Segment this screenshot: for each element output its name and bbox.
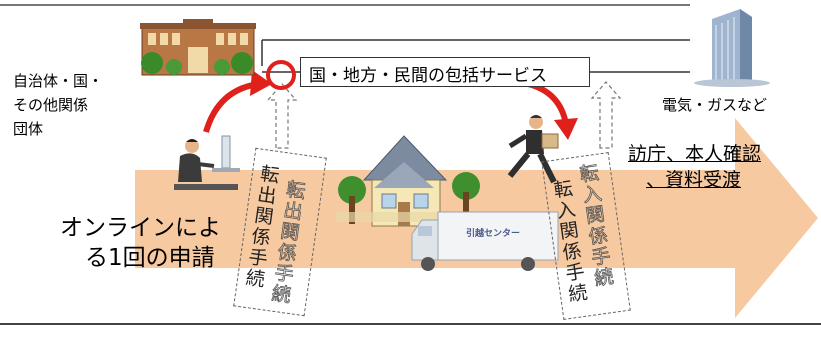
truck-label: 引越センター xyxy=(466,229,521,239)
person-at-computer-illustration xyxy=(174,135,240,190)
left-entity-line2: その他関係 xyxy=(13,96,89,114)
visit-label-line1: 訪庁、本人確認 xyxy=(628,143,762,165)
moving-truck: 引越センター xyxy=(408,208,560,274)
visit-label-line2: 、資料受渡 xyxy=(646,169,742,191)
office-tower-illustration xyxy=(694,9,770,87)
left-entity-line3: 団体 xyxy=(13,120,44,138)
top-border xyxy=(0,4,690,6)
online-application-line1: オンラインによ xyxy=(60,215,221,241)
bottom-border xyxy=(0,323,821,325)
online-application-line2: る1回の申請 xyxy=(85,245,215,271)
house-illustration xyxy=(336,135,482,227)
city-hall-illustration xyxy=(140,19,256,76)
courier-illustration xyxy=(507,115,559,184)
service-label: 国・地方・民間の包括サービス xyxy=(309,66,547,86)
truck-body xyxy=(411,211,559,271)
left-entity-line1: 自治体・国・ xyxy=(13,72,104,90)
service-box: 国・地方・民間の包括サービス xyxy=(300,57,590,87)
right-entity-label: 電気・ガスなど xyxy=(662,96,768,114)
